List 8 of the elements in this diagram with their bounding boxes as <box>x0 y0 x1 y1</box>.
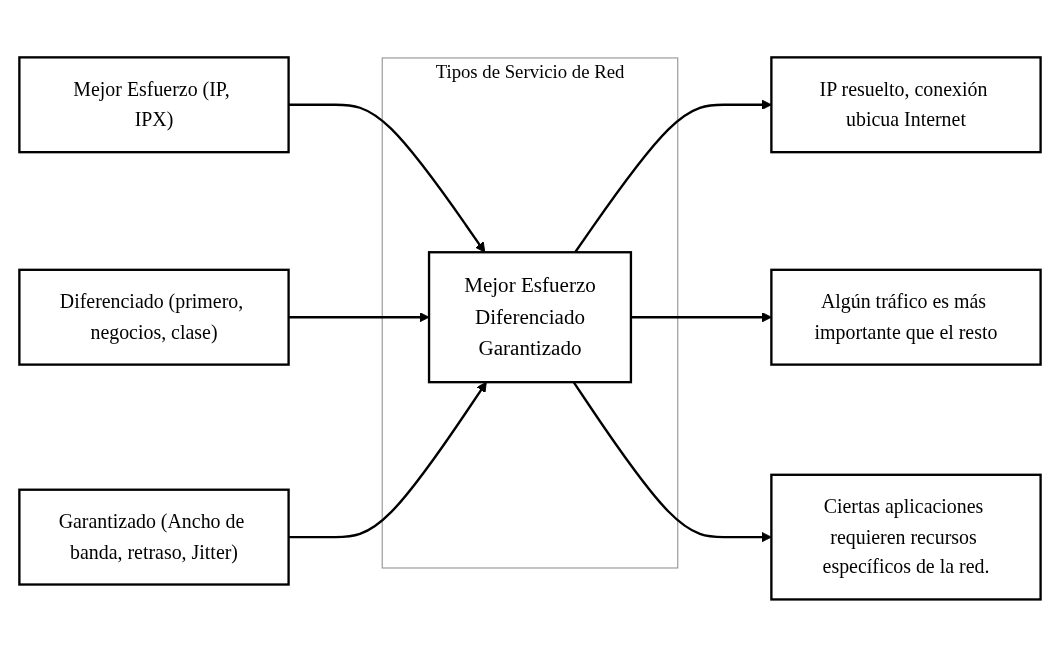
node-box: IP resuelto, conexión ubicua Internet <box>769 56 1042 154</box>
arrow <box>288 103 485 253</box>
node-box: Mejor Esfuerzo Diferenciado Garantizado <box>427 251 632 384</box>
node-box: Diferenciado (primero, negocios, clase) <box>17 268 290 366</box>
node-box: Ciertas aplicaciones requieren recursos específicos de la red. <box>769 473 1042 601</box>
node-box: Mejor Esfuerzo (IP, IPX) <box>17 56 290 154</box>
node-box: Algún tráfico es más importante que el resto <box>769 268 1042 366</box>
node-box: Garantizado (Ancho de banda, retraso, Jitter) <box>17 488 290 586</box>
